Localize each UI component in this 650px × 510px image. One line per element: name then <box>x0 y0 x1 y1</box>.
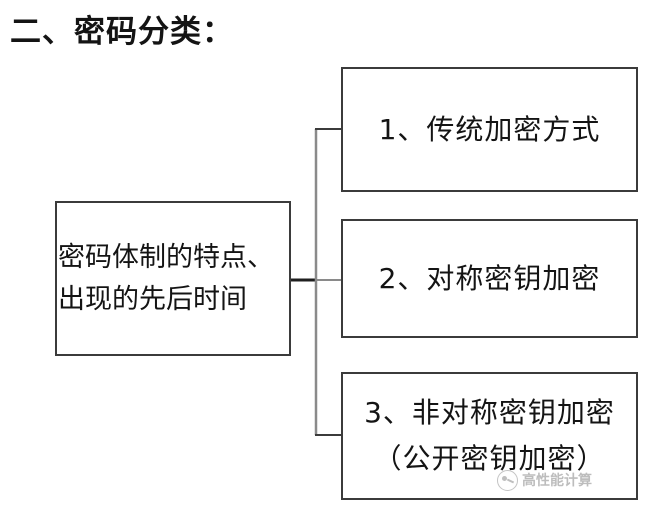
page-title: 二、密码分类： <box>10 14 234 50</box>
node-branch-2-label: 2、对称密钥加密 <box>378 261 601 295</box>
node-branch-3[interactable]: 3、非对称密钥加密 （公开密钥加密） <box>341 372 638 500</box>
node-root-line-1: 密码体制的特点、 <box>58 241 274 273</box>
circle-mark-icon <box>497 470 518 491</box>
node-root-line-2: 出现的先后时间 <box>58 283 247 315</box>
node-branch-2[interactable]: 2、对称密钥加密 <box>341 219 638 338</box>
watermark-text: 高性能计算 <box>522 472 592 489</box>
node-branch-3-line-1: 3、非对称密钥加密 <box>364 396 615 429</box>
node-branch-1[interactable]: 1、传统加密方式 <box>341 67 638 192</box>
watermark: 高性能计算 <box>497 470 592 491</box>
node-branch-1-label: 1、传统加密方式 <box>378 112 601 146</box>
node-root[interactable]: 密码体制的特点、 出现的先后时间 <box>55 201 291 356</box>
node-branch-3-line-2: （公开密钥加密） <box>373 442 606 475</box>
